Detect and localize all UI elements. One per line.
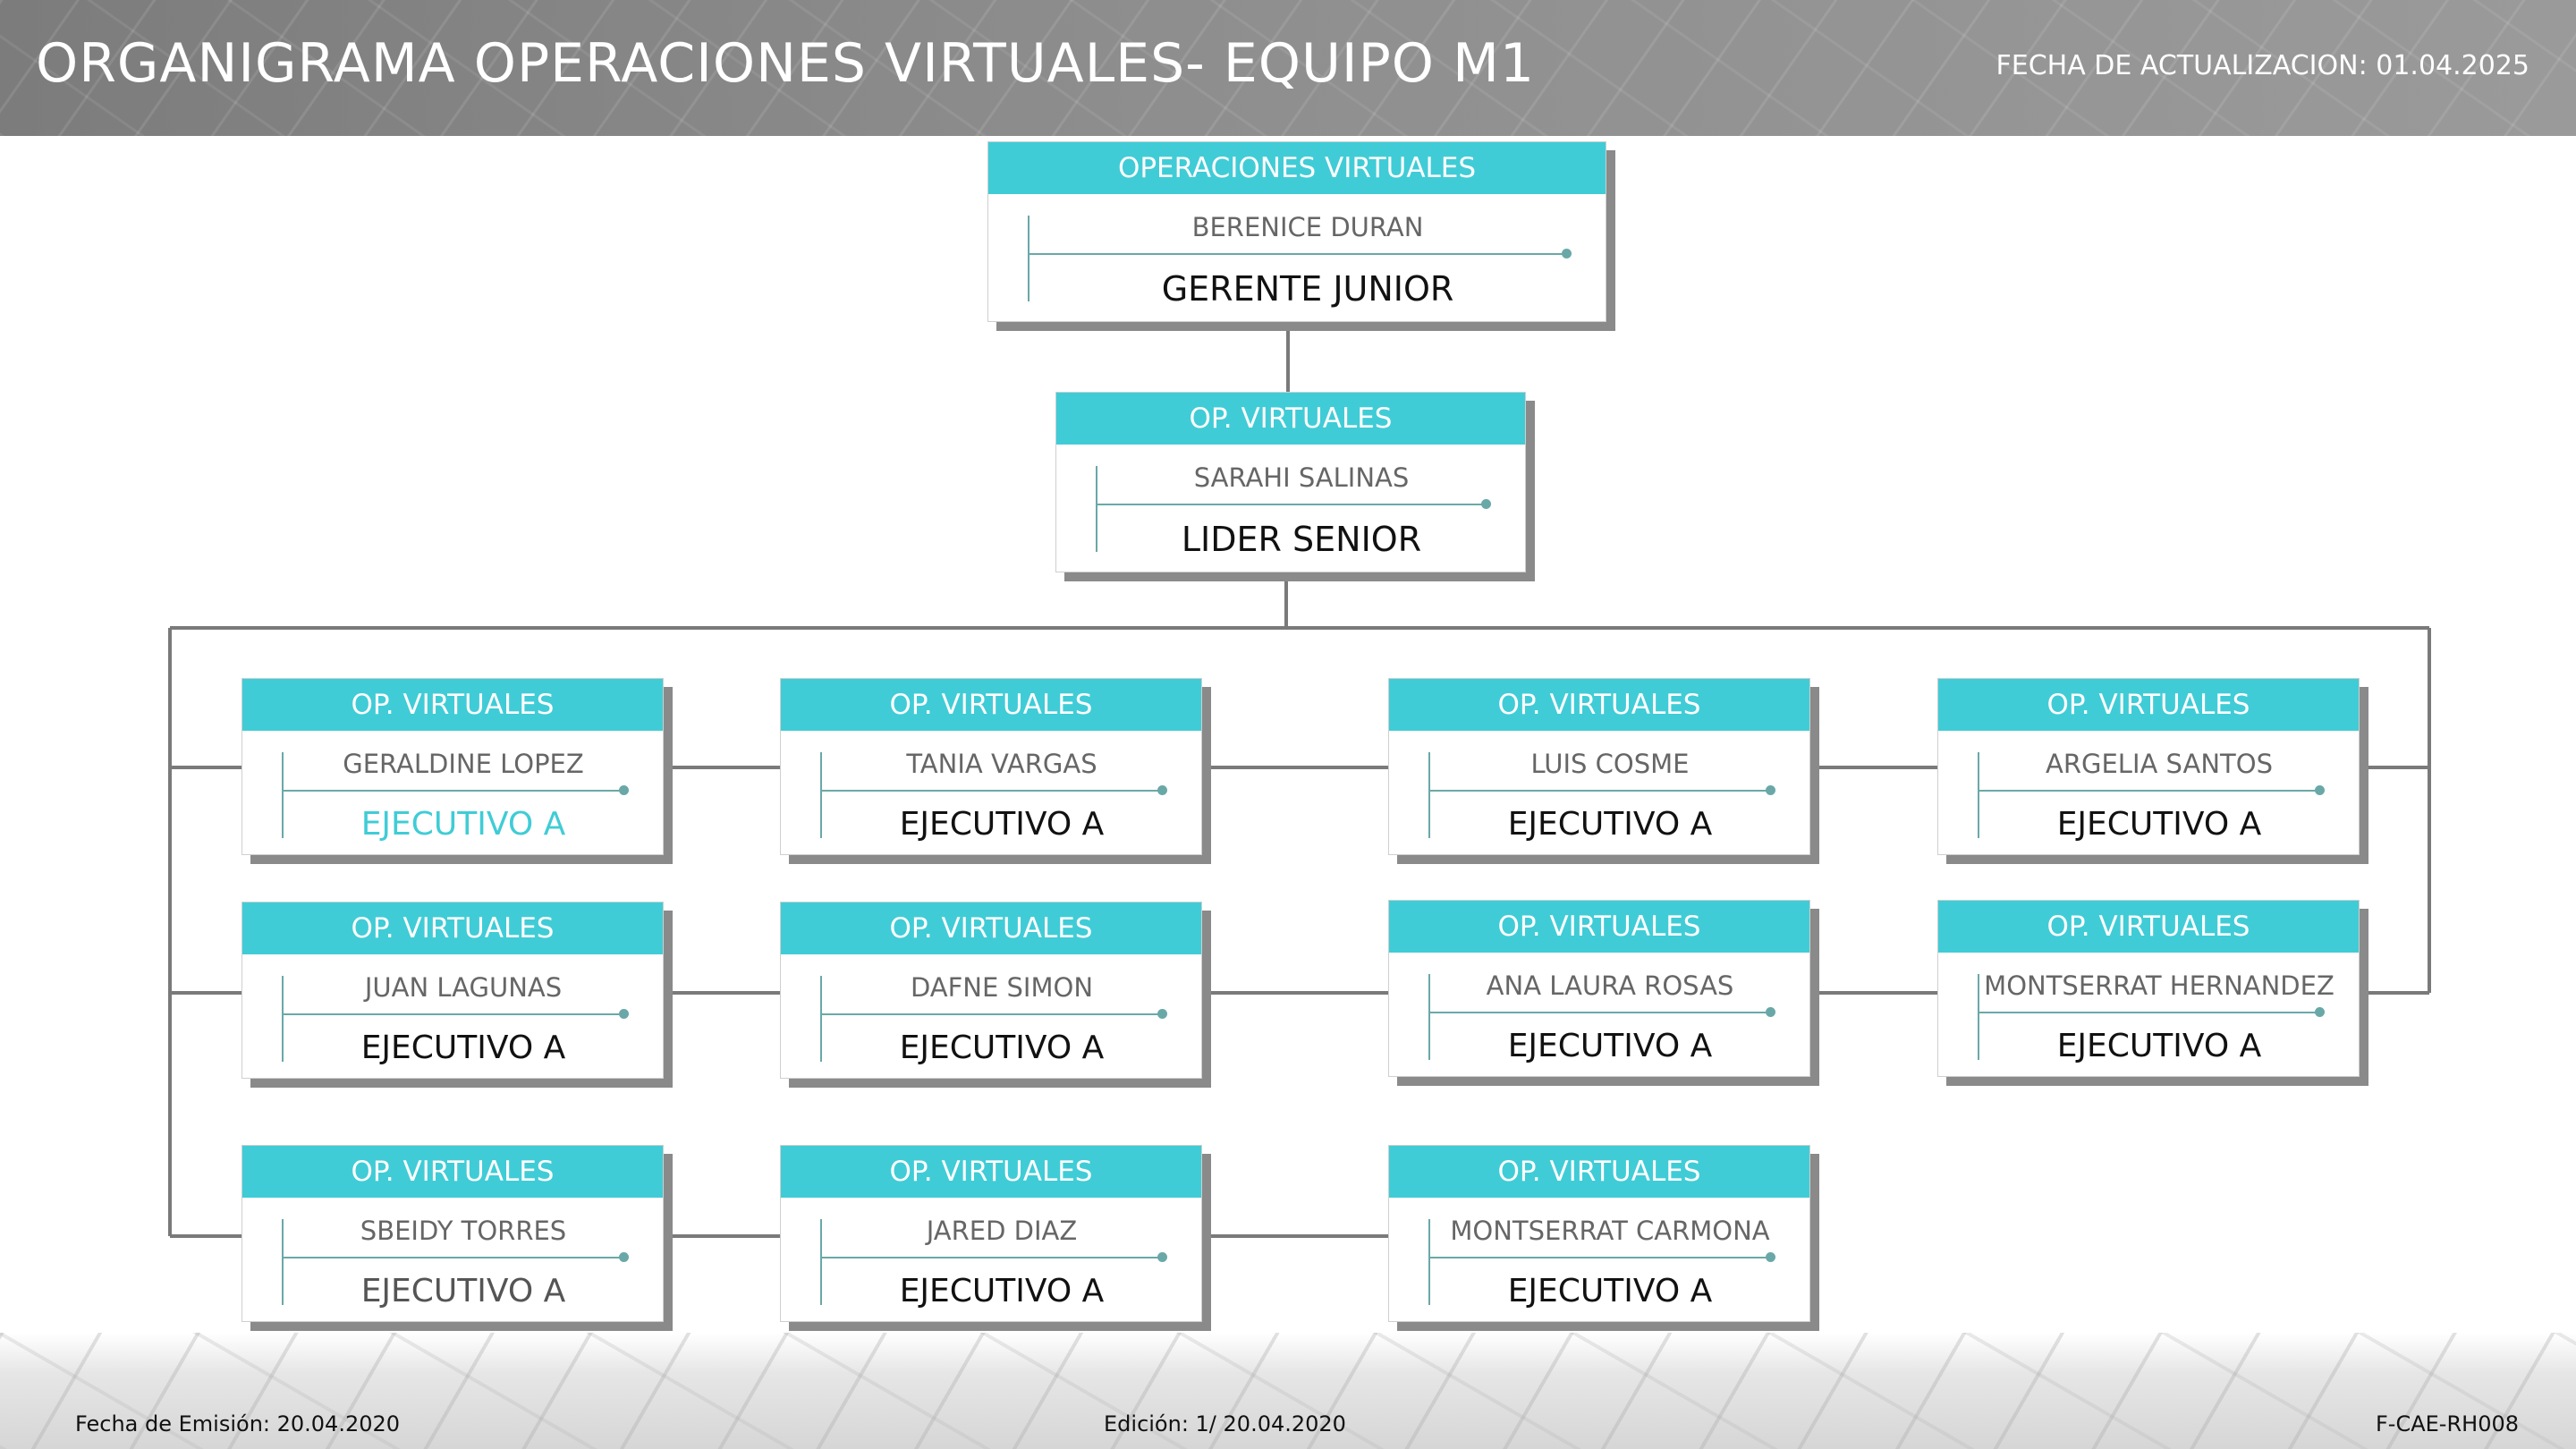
org-card: OP. VIRTUALES JARED DIAZ EJECUTIVO A [780,1145,1202,1322]
card-accent-bar [1428,974,1430,1060]
org-card: OP. VIRTUALES SARAHI SALINAS LIDER SENIOR [1055,392,1526,572]
employee-name: JARED DIAZ [926,1216,1078,1246]
employee-role: EJECUTIVO A [1507,806,1713,843]
employee-name: DAFNE SIMON [910,972,1094,1003]
employee-name: ANA LAURA ROSAS [1486,970,1734,1001]
card-divider-dot [1766,1252,1775,1262]
page-header: ORGANIGRAMA OPERACIONES VIRTUALES- EQUIP… [0,0,2576,136]
card-divider [1428,1012,1770,1013]
card-unit-header: OP. VIRTUALES [1938,901,2359,953]
card-divider [820,1257,1162,1258]
card-unit-header: OP. VIRTUALES [781,1146,1201,1198]
org-card: OP. VIRTUALES MONTSERRAT CARMONA EJECUTIVO… [1388,1145,1810,1322]
card-unit-header: OP. VIRTUALES [242,1146,663,1198]
card-unit-header: OP. VIRTUALES [1389,679,1809,731]
card-divider [282,1257,623,1258]
card-divider [1428,790,1770,792]
page-title: ORGANIGRAMA OPERACIONES VIRTUALES- EQUIP… [36,32,1536,95]
org-card: OP. VIRTUALES MONTSERRAT HERNANDEZ EJECUTI… [1937,900,2360,1077]
employee-name: LUIS COSME [1530,749,1690,779]
employee-role: EJECUTIVO A [899,1030,1105,1066]
card-divider-dot [619,785,629,795]
document-code: F-CAE-RH008 [2376,1411,2519,1436]
card-unit-header: OP. VIRTUALES [1938,679,2359,731]
employee-role: EJECUTIVO A [2056,806,2262,843]
card-divider-dot [619,1009,629,1019]
org-card: OP. VIRTUALES GERALDINE LOPEZ EJECUTIVO A [242,678,664,855]
card-divider-dot [1157,785,1167,795]
card-divider [282,790,623,792]
card-divider-dot [1562,249,1572,258]
card-accent-bar [1028,216,1030,301]
page-footer: Fecha de Emisión: 20.04.2020 Edición: 1/… [0,1333,2576,1449]
org-card: OP. VIRTUALES LUIS COSME EJECUTIVO A [1388,678,1810,855]
card-divider-dot [1766,785,1775,795]
org-card: OP. VIRTUALES TANIA VARGAS EJECUTIVO A [780,678,1202,855]
emission-date: Fecha de Emisión: 20.04.2020 [75,1411,401,1436]
card-accent-bar [820,976,822,1062]
org-card: OP. VIRTUALES SBEIDY TORRES EJECUTIVO A [242,1145,664,1322]
card-divider [1028,253,1566,255]
employee-role: EJECUTIVO A [360,806,566,843]
card-divider-dot [1157,1252,1167,1262]
employee-role: EJECUTIVO A [899,806,1105,843]
employee-role: EJECUTIVO A [2056,1028,2262,1064]
org-card: OP. VIRTUALES JUAN LAGUNAS EJECUTIVO A [242,902,664,1079]
card-accent-bar [1428,752,1430,838]
employee-role: GERENTE JUNIOR [1161,269,1454,309]
employee-role: EJECUTIVO A [360,1273,566,1309]
update-date: FECHA DE ACTUALIZACION: 01.04.2025 [1996,50,2529,81]
card-divider [820,1013,1162,1015]
card-divider [1978,790,2319,792]
card-accent-bar [1978,974,1979,1060]
employee-name: SARAHI SALINAS [1193,462,1410,493]
card-accent-bar [1096,466,1097,552]
card-unit-header: OP. VIRTUALES [1389,1146,1809,1198]
card-accent-bar [820,1219,822,1305]
employee-name: TANIA VARGAS [906,749,1097,779]
employee-name: JUAN LAGUNAS [364,972,563,1003]
card-unit-header: OPERACIONES VIRTUALES [988,142,1606,194]
card-unit-header: OP. VIRTUALES [242,679,663,731]
employee-name: SBEIDY TORRES [360,1216,567,1246]
card-divider [1978,1012,2319,1013]
employee-name: ARGELIA SANTOS [2046,749,2273,779]
employee-name: MONTSERRAT CARMONA [1450,1216,1770,1246]
org-card: OPERACIONES VIRTUALES BERENICE DURAN GEREN… [987,141,1606,322]
card-divider-dot [1481,499,1491,509]
org-card: OP. VIRTUALES ARGELIA SANTOS EJECUTIVO A [1937,678,2360,855]
card-divider-dot [1766,1007,1775,1017]
card-divider-dot [619,1252,629,1262]
card-unit-header: OP. VIRTUALES [781,902,1201,954]
org-card: OP. VIRTUALES DAFNE SIMON EJECUTIVO A [780,902,1202,1079]
card-unit-header: OP. VIRTUALES [1389,901,1809,953]
card-accent-bar [820,752,822,838]
card-divider-dot [1157,1009,1167,1019]
employee-role: EJECUTIVO A [899,1273,1105,1309]
employee-role: EJECUTIVO A [1507,1273,1713,1309]
employee-role: EJECUTIVO A [1507,1028,1713,1064]
card-divider-dot [2315,785,2325,795]
employee-role: LIDER SENIOR [1181,520,1422,559]
card-accent-bar [282,1219,284,1305]
org-card: OP. VIRTUALES ANA LAURA ROSAS EJECUTIVO A [1388,900,1810,1077]
card-divider-dot [2315,1007,2325,1017]
card-divider [1428,1257,1770,1258]
card-accent-bar [1978,752,1979,838]
card-unit-header: OP. VIRTUALES [781,679,1201,731]
employee-name: GERALDINE LOPEZ [343,749,584,779]
card-divider [820,790,1162,792]
card-accent-bar [282,976,284,1062]
employee-role: EJECUTIVO A [360,1030,566,1066]
card-accent-bar [1428,1219,1430,1305]
employee-name: BERENICE DURAN [1191,212,1424,242]
card-divider [282,1013,623,1015]
employee-name: MONTSERRAT HERNANDEZ [1984,970,2334,1001]
edition-info: Edición: 1/ 20.04.2020 [1104,1411,1346,1436]
card-divider [1096,504,1486,505]
card-unit-header: OP. VIRTUALES [242,902,663,954]
card-unit-header: OP. VIRTUALES [1056,393,1525,445]
card-accent-bar [282,752,284,838]
